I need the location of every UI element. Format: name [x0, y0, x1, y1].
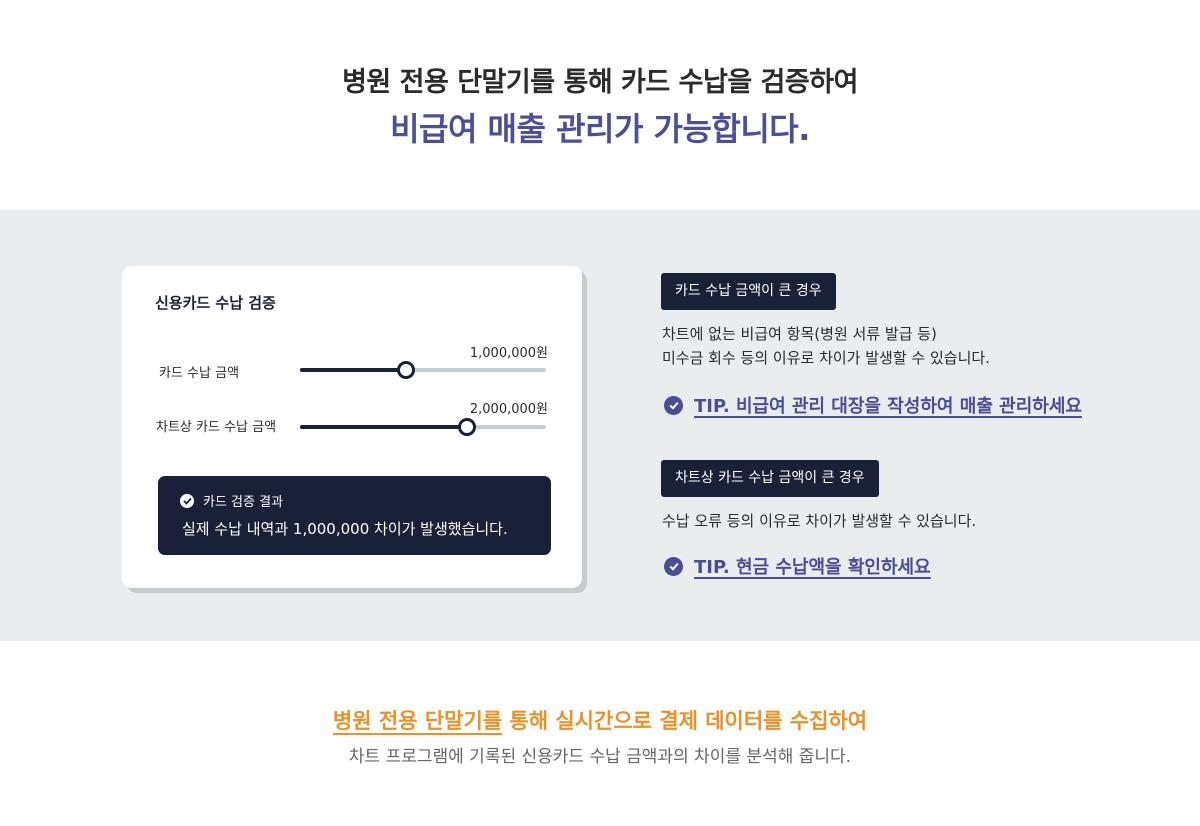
footer-section: 병원 전용 단말기를 통해 실시간으로 결제 데이터를 수집하여 차트 프로그램…	[0, 641, 1200, 826]
hero-highlight: 비급여 매출 관리가 가능합니다.	[390, 110, 810, 148]
case-badge-card-larger: 카드 수납 금액이 큰 경우	[661, 273, 836, 310]
verification-result-box: 카드 검증 결과 실제 수납 내역과 1,000,000 차이가 발생했습니다.	[158, 476, 551, 555]
card-payment-label: 카드 수납 금액	[159, 366, 240, 381]
hero-headline: 병원 전용 단말기를 통해 카드 수납을 검증하여	[342, 67, 858, 98]
case-description-line: 미수금 회수 등의 이유로 차이가 발생할 수 있습니다.	[662, 349, 990, 367]
case-description-chart-larger: 수납 오류 등의 이유로 차이가 발생할 수 있습니다.	[662, 509, 976, 533]
chart-card-payment-amount: 2,000,000원	[469, 402, 548, 417]
tip-text[interactable]: TIP. 비급여 관리 대장을 작성하여 매출 관리하세요	[694, 396, 1082, 417]
card-payment-slider[interactable]	[300, 361, 546, 379]
verification-card: 신용카드 수납 검증 1,000,000원 카드 수납 금액 2,000,000…	[122, 266, 582, 588]
card-payment-amount: 1,000,000원	[469, 346, 548, 361]
footer-headline-rest: 통해 실시간으로 결제 데이터를 수집하여	[502, 709, 868, 733]
footer-subtext: 차트 프로그램에 기록된 신용카드 수납 금액과의 차이를 분석해 줍니다.	[348, 747, 852, 767]
card-payment-slider-handle[interactable]	[396, 361, 415, 379]
case-description-card-larger: 차트에 없는 비급여 항목(병원 서류 발급 등) 미수금 회수 등의 이유로 …	[662, 322, 990, 370]
footer-emphasis: 병원 전용 단말기를	[332, 709, 503, 733]
footer-headline: 병원 전용 단말기를 통해 실시간으로 결제 데이터를 수집하여	[0, 705, 1200, 735]
case-badge-chart-larger: 차트상 카드 수납 금액이 큰 경우	[661, 460, 879, 497]
verification-section: 신용카드 수납 검증 1,000,000원 카드 수납 금액 2,000,000…	[0, 210, 1200, 641]
hero-section: 병원 전용 단말기를 통해 카드 수납을 검증하여 비급여 매출 관리가 가능합…	[0, 0, 1200, 210]
card-title: 신용카드 수납 검증	[155, 294, 276, 312]
check-circle-icon	[664, 395, 683, 415]
chart-card-payment-label: 차트상 카드 수납 금액	[156, 420, 277, 435]
check-circle-icon	[180, 493, 194, 508]
result-heading-text: 카드 검증 결과	[203, 495, 284, 510]
check-circle-icon	[664, 556, 683, 576]
case-description-line: 수납 오류 등의 이유로 차이가 발생할 수 있습니다.	[662, 512, 977, 530]
tip-link-cash-check[interactable]: TIP. 현금 수납액을 확인하세요	[664, 553, 931, 579]
case-description-line: 차트에 없는 비급여 항목(병원 서류 발급 등)	[662, 325, 937, 343]
result-message: 실제 수납 내역과 1,000,000 차이가 발생했습니다.	[182, 520, 508, 538]
chart-card-payment-slider-fill	[300, 425, 468, 429]
chart-card-payment-slider-handle[interactable]	[458, 418, 477, 436]
chart-card-payment-slider[interactable]	[300, 418, 546, 436]
card-payment-slider-fill	[300, 368, 406, 372]
tip-text[interactable]: TIP. 현금 수납액을 확인하세요	[694, 557, 931, 578]
tip-link-noncovered-ledger[interactable]: TIP. 비급여 관리 대장을 작성하여 매출 관리하세요	[664, 392, 1082, 418]
result-heading: 카드 검증 결과	[180, 491, 283, 510]
